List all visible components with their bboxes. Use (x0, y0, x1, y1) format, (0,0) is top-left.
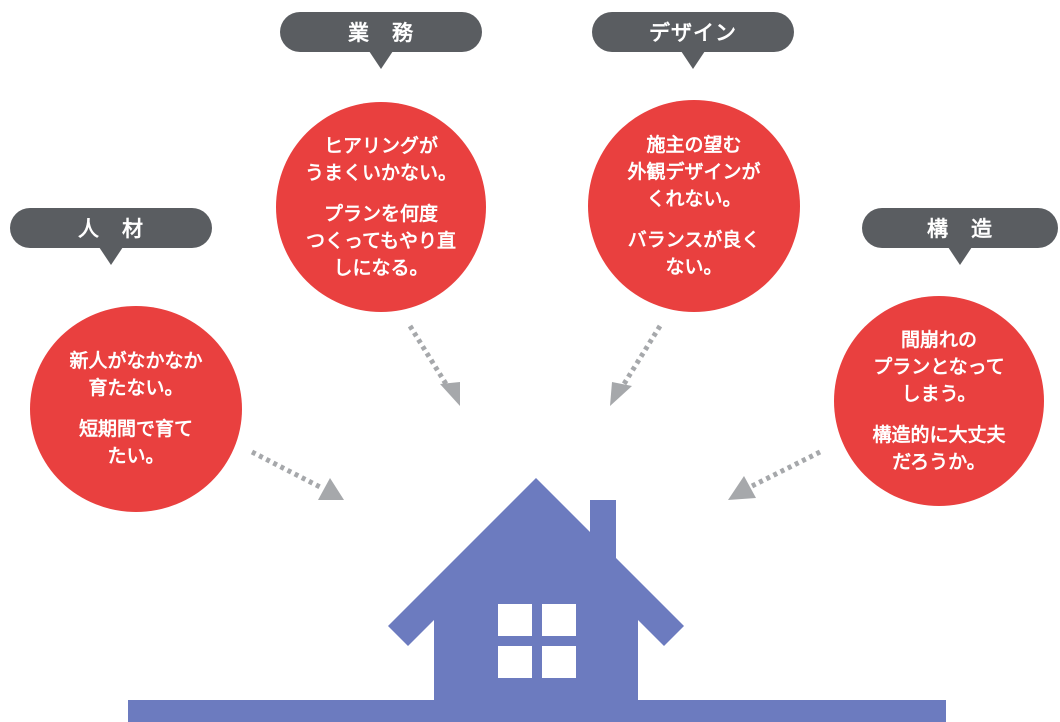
issue-text-line: くれない。 (646, 187, 742, 210)
dotted-arrow-icon (250, 449, 344, 500)
house-chimney (590, 500, 616, 562)
category-tag-label: 人 材 (78, 217, 144, 241)
issue-text-line: プランを何度 (323, 202, 438, 225)
issue-text-line: ない。 (665, 255, 723, 278)
category-tag-kozo: 構 造 (862, 208, 1058, 248)
issue-text-line: たい。 (107, 445, 165, 467)
category-tag-label: 業 務 (348, 21, 414, 45)
category-tag-jinzai: 人 材 (10, 208, 212, 248)
issue-text-line: うまくいかない。 (304, 161, 457, 184)
house-icon (128, 478, 946, 722)
issue-bubble-kozo: 間崩れの プランとなって しまう。 構造的に大丈夫 だろうか。 (834, 296, 1044, 506)
window-icon (498, 604, 576, 678)
category-tag-label: 構 造 (927, 217, 993, 241)
category-tag-gyomu: 業 務 (280, 12, 482, 52)
issue-text-line: ヒアリングが (323, 134, 438, 157)
issue-text-line: 新人がなかなか (69, 350, 203, 372)
issue-text-line: 施主の望む (646, 133, 742, 156)
issue-text-line: バランスが良く (627, 228, 761, 251)
issue-bubble-gyomu: ヒアリングが うまくいかない。 プランを何度 つくってもやり直 しになる。 (276, 102, 486, 312)
issue-text-line: 短期間で育て (78, 418, 193, 440)
issue-bubble-design: 施主の望む 外観デザインが くれない。 バランスが良く ない。 (588, 100, 800, 312)
dotted-arrow-icon (610, 324, 663, 406)
category-tag-design: デザイン (592, 12, 794, 52)
issue-text-line: しまう。 (901, 382, 977, 405)
issue-text-line: プランとなって (873, 355, 1005, 378)
issue-text-line: 間崩れの (900, 328, 977, 351)
ground-line (128, 700, 946, 722)
issue-text-line: だろうか。 (892, 450, 986, 473)
dotted-arrow-icon (728, 449, 822, 500)
issue-text-line: つくってもやり直 (305, 229, 457, 252)
house-body (388, 478, 684, 700)
issue-text-line: しになる。 (333, 256, 429, 279)
category-tag-label: デザイン (649, 21, 737, 45)
issue-text-line: 外観デザインが (627, 160, 761, 183)
issue-text-line: 育たない。 (88, 377, 184, 399)
dotted-arrow-icon (407, 324, 460, 406)
issue-text-line: 構造的に大丈夫 (872, 423, 1006, 446)
issue-bubble-jinzai: 新人がなかなか 育たない。 短期間で育て たい。 (30, 306, 242, 512)
